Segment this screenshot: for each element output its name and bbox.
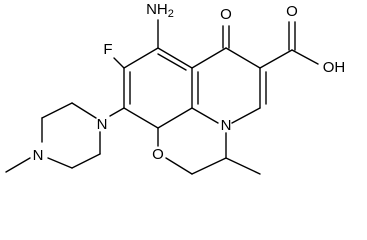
quinolone-nitrogen-label: N	[221, 117, 232, 134]
bond	[5, 157, 31, 173]
bond	[47, 157, 73, 169]
bond	[113, 57, 125, 69]
bond	[157, 53, 187, 71]
keto-oxygen-label: O	[220, 6, 232, 23]
bond	[291, 49, 319, 65]
bond-lines	[5, 19, 319, 175]
bond	[225, 47, 261, 69]
bond	[165, 157, 193, 175]
bond	[123, 107, 159, 129]
piperazine-nitrogen-top-label: N	[97, 116, 108, 133]
bond	[191, 157, 227, 175]
acid-oxygen-label: O	[286, 3, 298, 20]
bond	[71, 153, 101, 169]
fluoro-label: F	[103, 41, 112, 58]
bond	[109, 107, 125, 117]
molecule-diagram: NH2 F O O OH N N N O	[5, 1, 346, 175]
bond	[231, 107, 261, 124]
structure-drawing: NH2 F O O OH N N N O	[5, 1, 346, 175]
bond	[225, 157, 261, 175]
bond	[191, 107, 219, 124]
bond	[157, 47, 193, 69]
amino-label: NH2	[146, 1, 174, 20]
amino-symbol: NH	[146, 1, 168, 18]
bond	[157, 107, 193, 129]
piperazine-nitrogen-bottom-label: N	[33, 147, 44, 164]
bond	[259, 49, 293, 69]
ether-oxygen-label: O	[152, 146, 164, 163]
bond	[71, 102, 97, 119]
acid-hydroxyl-label: OH	[323, 59, 346, 76]
bond	[191, 47, 227, 69]
bond	[41, 102, 73, 119]
bond	[123, 47, 159, 69]
amino-subscript: 2	[168, 8, 174, 20]
